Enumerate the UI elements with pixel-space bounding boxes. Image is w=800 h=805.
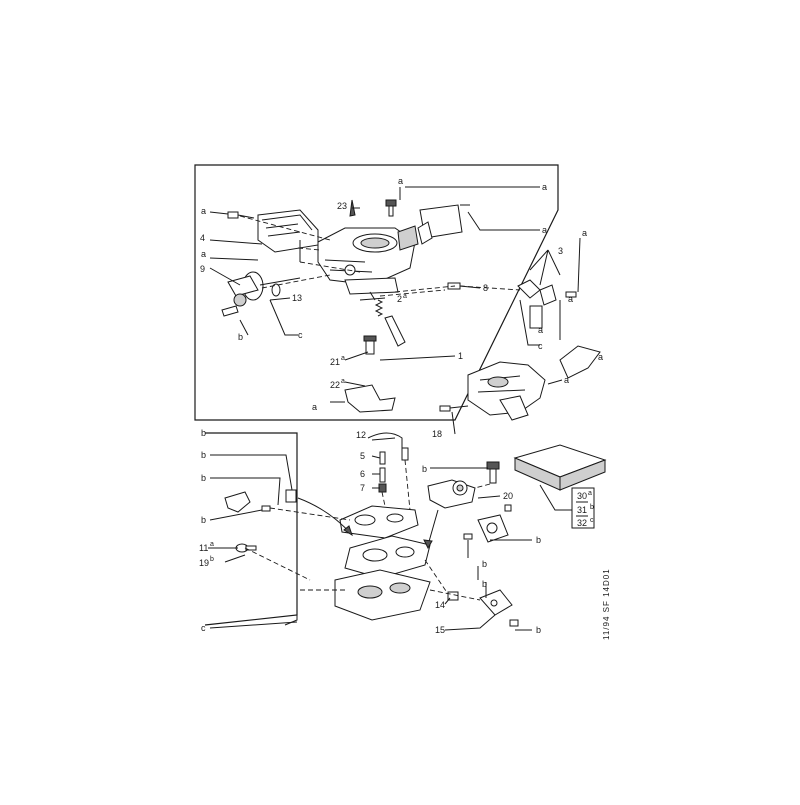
- callout-5: 5: [360, 451, 365, 461]
- callout-22-suffix: a: [341, 378, 345, 385]
- callout-3: 3: [558, 246, 563, 256]
- choke-assembly-part: [221, 271, 301, 317]
- callout-31-suffix: b: [590, 504, 594, 511]
- lower-group-frame: [204, 432, 298, 626]
- ref-letter-b: b: [422, 464, 427, 474]
- ref-letter-b: b: [482, 579, 487, 589]
- callout-9: 9: [200, 264, 205, 274]
- left-screw-part: [227, 211, 255, 219]
- callout-7: 7: [360, 483, 365, 493]
- screw-11-part: [235, 543, 257, 553]
- top-screw-part: [385, 199, 397, 217]
- ref-letter-a: a: [201, 206, 206, 216]
- ref-letter-a: a: [312, 402, 317, 412]
- callout-2-suffix: a: [403, 293, 407, 300]
- ref-letter-c: c: [298, 330, 303, 340]
- ref-letter-a: a: [582, 228, 587, 238]
- ref-letter-a: a: [398, 176, 403, 186]
- lever-part: [547, 345, 601, 385]
- reference-code: 11/94 SF 14D01: [602, 568, 611, 640]
- needle-valve-part: [378, 451, 387, 493]
- ref-letter-a: a: [538, 325, 543, 335]
- ref-letter-a: a: [542, 225, 547, 235]
- linkage-3-part: [517, 279, 577, 329]
- ref-letter-a: a: [201, 249, 206, 259]
- callout-21-suffix: a: [341, 355, 345, 362]
- callout-23: 23: [337, 201, 347, 211]
- ref-letter-a: a: [542, 182, 547, 192]
- callout-8: 8: [483, 283, 488, 293]
- ref-letter-a: a: [598, 352, 603, 362]
- lower-assembly-line: [381, 459, 491, 511]
- float-cover-part: [257, 209, 319, 253]
- callout-31: 31: [577, 505, 587, 515]
- ref-letter-a: a: [564, 375, 569, 385]
- ref-letter-b: b: [536, 625, 541, 635]
- callout-19-suffix: b: [210, 556, 214, 563]
- ref-letter-b: b: [201, 515, 206, 525]
- lower-assembly-line: [244, 507, 481, 601]
- upper-group-frame: [194, 164, 559, 421]
- ref-letter-b: b: [536, 535, 541, 545]
- callout-30: 30: [577, 491, 587, 501]
- arrow-head-icon: [423, 539, 433, 550]
- carburetor-main-body: [467, 361, 546, 421]
- lower-body-gasket-part: [334, 505, 431, 621]
- ref-letter-b: b: [238, 332, 243, 342]
- callout-32: 32: [577, 518, 587, 528]
- callout-13: 13: [292, 293, 302, 303]
- ref-letter-c: c: [201, 623, 206, 633]
- ref-letter-b: b: [482, 559, 487, 569]
- screws-21-part: [363, 335, 377, 355]
- carburetor-top-body: [317, 227, 416, 295]
- plate-15-part: [479, 589, 519, 627]
- callout-19: 19: [199, 558, 209, 568]
- filter-leader: [539, 484, 572, 511]
- callout-2: 2: [397, 294, 402, 304]
- callout-12: 12: [356, 430, 366, 440]
- callout-underline: [576, 501, 588, 517]
- callout-11-suffix: a: [210, 541, 214, 548]
- spring-jet-part: [374, 299, 406, 347]
- spring-part: [401, 447, 409, 461]
- upper-leader-lines: [209, 186, 581, 435]
- bracket-22-part: [330, 384, 396, 413]
- callout-1: 1: [458, 351, 463, 361]
- callout-4: 4: [200, 233, 205, 243]
- ref-letter-b: b: [201, 450, 206, 460]
- callout-15: 15: [435, 625, 445, 635]
- ref-letter-c: c: [538, 341, 543, 351]
- callout-22: 22: [330, 380, 340, 390]
- callout-11: 11: [199, 543, 208, 553]
- cover-plate-part: [463, 504, 512, 543]
- screw-18-part: [439, 405, 469, 412]
- callout-32-suffix: c: [590, 517, 594, 524]
- assembly-arrow: [427, 509, 439, 546]
- lower-leader-lines: [208, 437, 532, 631]
- lower-frame-edge: [284, 433, 298, 626]
- ref-letter-b: b: [201, 473, 206, 483]
- callout-20: 20: [503, 491, 513, 501]
- callout-21: 21: [330, 357, 340, 367]
- callout-18: 18: [432, 429, 442, 439]
- ref-letter-b: b: [201, 428, 206, 438]
- ref-letter-a: a: [568, 294, 573, 304]
- clip-12-part: [367, 432, 403, 448]
- bolt-part: [486, 461, 500, 484]
- fitting-20-part: [427, 479, 476, 509]
- diaphragm-housing-part: [397, 204, 463, 251]
- callout-30-suffix: a: [588, 490, 592, 497]
- callout-14: 14: [435, 600, 445, 610]
- callout-6: 6: [360, 469, 365, 479]
- filter-box-part: [513, 444, 607, 491]
- arrow-head-icon: [343, 525, 353, 537]
- filter-bracket: [571, 487, 595, 529]
- throttle-lever-part: [224, 489, 297, 513]
